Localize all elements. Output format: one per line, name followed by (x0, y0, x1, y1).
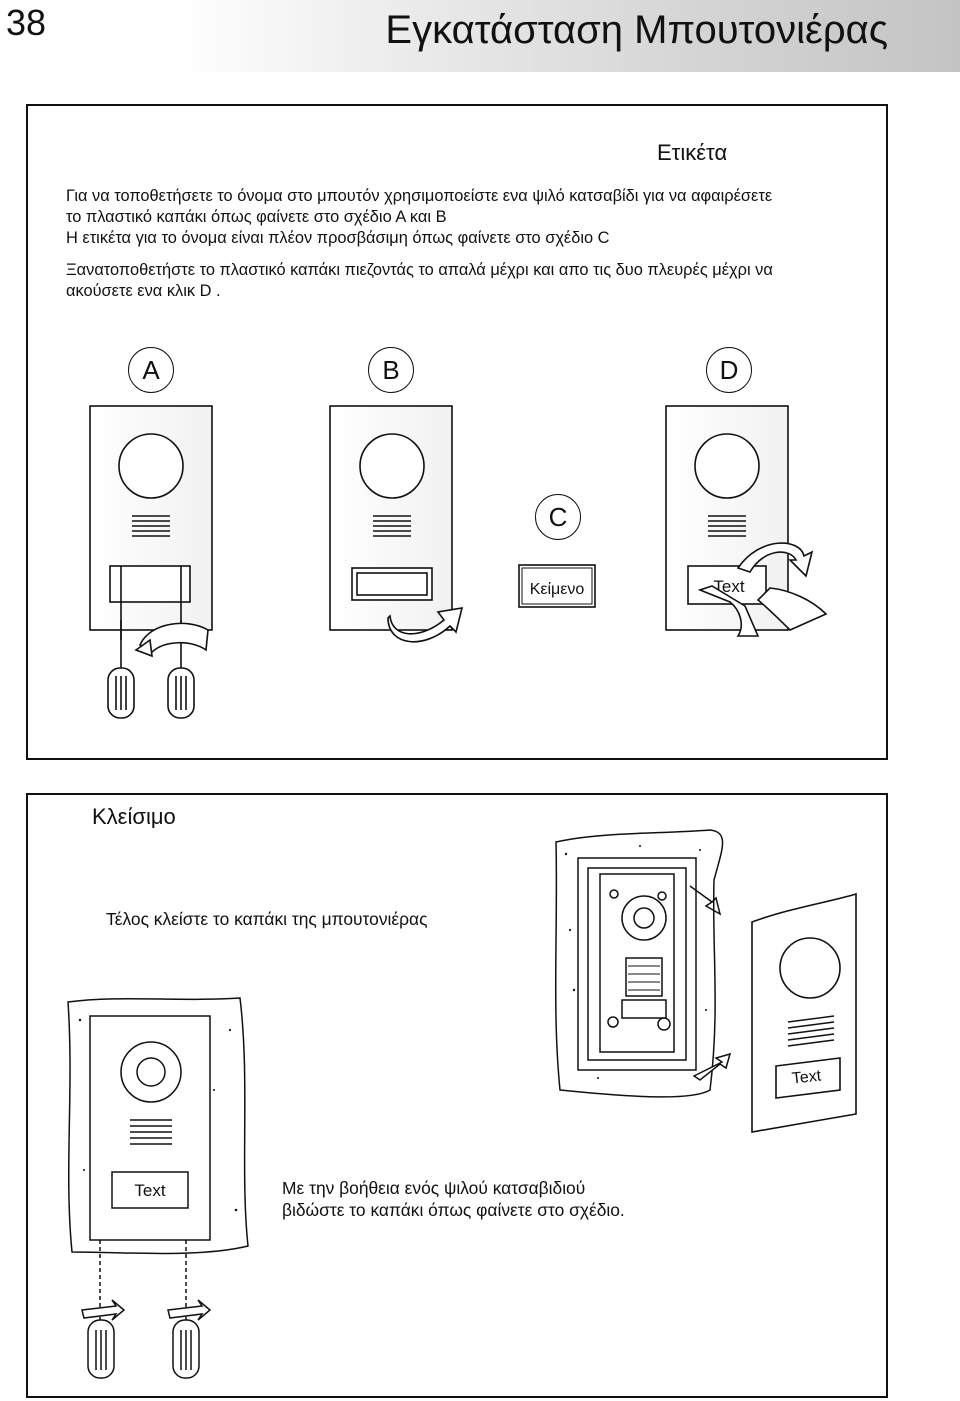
nameplate-c-text: Κείμενο (530, 581, 585, 598)
panel-a-diagram (89, 405, 213, 719)
instruction-line-1: Για να τοποθετήσετε το όνομα στο μπουτόν… (66, 187, 773, 205)
page-title: Εγκατάσταση Μπουτονιέρας (385, 8, 888, 52)
instruction-line-4: Ξανατοποθετήστε το πλαστικό καπάκι πιεζο… (66, 261, 773, 279)
header-band (0, 0, 960, 72)
closing-diagrams: Text Text (67, 829, 857, 1379)
nameplate-left-text: Text (134, 1181, 165, 1200)
diagram-label-c: C (535, 494, 581, 540)
close-screw-text-line-1: Με την βοήθεια ενός ψιλού κατσαβιδιού (282, 1178, 586, 1198)
diagram-label-d: D (706, 347, 752, 393)
page-number: 38 (6, 2, 47, 43)
panel-c-diagram: Κείμενο (518, 564, 596, 608)
wall-cover-diagram: Text (67, 997, 249, 1379)
label-diagrams: Κείμενο Text (89, 405, 828, 719)
label-section-heading: Ετικέτα (657, 140, 728, 165)
diagram-label-b: B (368, 347, 414, 393)
close-section-heading: Κλείσιμο (92, 804, 176, 829)
diagram-label-a: A (128, 347, 174, 393)
panel-d-diagram: Text (665, 405, 828, 637)
close-screw-text-line-2: βιδώστε το καπάκι όπως φαίνετε στο σχέδι… (282, 1200, 625, 1220)
instruction-line-5: ακούσετε ενα κλικ D . (66, 282, 221, 300)
close-final-text: Τέλος κλείστε το καπάκι της μπουτονιέρας (106, 909, 428, 929)
instruction-line-3: Η ετικέτα για το όνομα είναι πλέον προσβ… (66, 229, 610, 247)
panel-b-diagram (329, 405, 464, 643)
cover-diagram: Text (751, 892, 857, 1133)
nameplate-right-text: Text (791, 1067, 823, 1087)
housing-diagram (554, 829, 732, 1098)
instruction-line-2: το πλαστικό καπάκι όπως φαίνετε στο σχέδ… (66, 208, 447, 226)
